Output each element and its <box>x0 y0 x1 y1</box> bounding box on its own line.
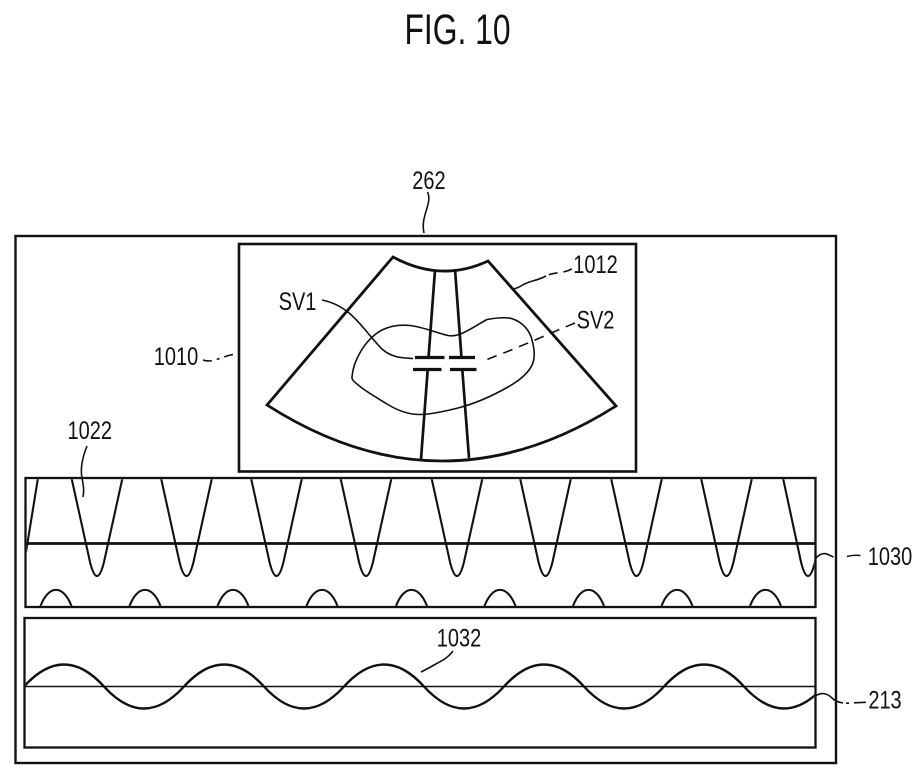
svg-text:262: 262 <box>412 167 445 195</box>
svg-text:FIG. 10: FIG. 10 <box>404 6 510 54</box>
svg-text:1032: 1032 <box>437 624 481 652</box>
svg-text:213: 213 <box>868 686 901 714</box>
svg-text:1022: 1022 <box>68 417 112 445</box>
svg-text:1010: 1010 <box>154 343 198 371</box>
svg-text:1012: 1012 <box>573 251 617 279</box>
svg-text:SV2: SV2 <box>577 306 615 334</box>
svg-text:1030: 1030 <box>868 543 912 571</box>
svg-text:SV1: SV1 <box>279 288 317 316</box>
